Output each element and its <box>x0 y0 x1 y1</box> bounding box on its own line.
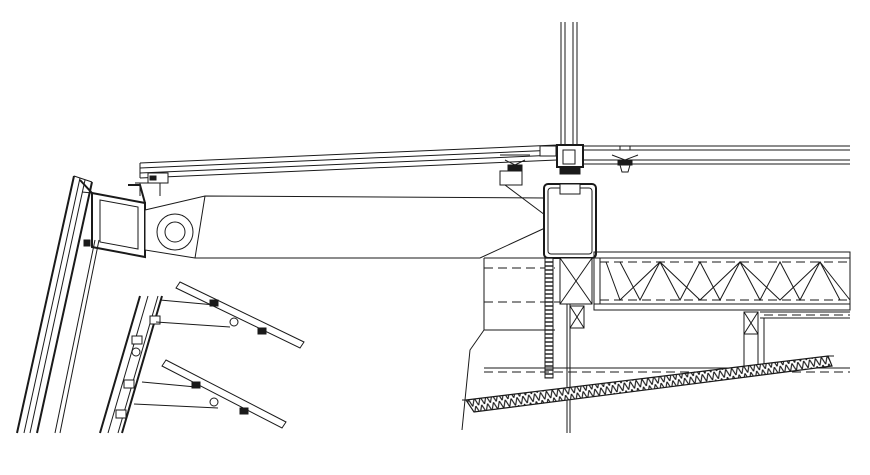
louver-blade-1 <box>155 281 305 349</box>
louver-blade-2 <box>133 359 287 429</box>
glass-clamp-right <box>611 145 639 173</box>
tapered-bracket-arm <box>144 170 546 259</box>
louver-panels <box>99 281 305 434</box>
louver-mullion <box>99 295 163 434</box>
inclined-cladding-rail <box>16 175 100 434</box>
bracket-plate <box>499 170 546 216</box>
horizontal-glass-panel <box>583 145 850 173</box>
pin-connection <box>156 213 194 251</box>
space-truss <box>593 251 851 311</box>
glass-clamp-left <box>135 172 169 196</box>
vertical-mullion <box>556 22 584 175</box>
left-steel-channel <box>79 179 146 259</box>
timber-blocking <box>559 257 759 335</box>
inclined-soffit-sheet <box>462 355 834 413</box>
sloped-glazing-panel <box>135 144 558 196</box>
main-rectangular-tube <box>543 183 597 259</box>
